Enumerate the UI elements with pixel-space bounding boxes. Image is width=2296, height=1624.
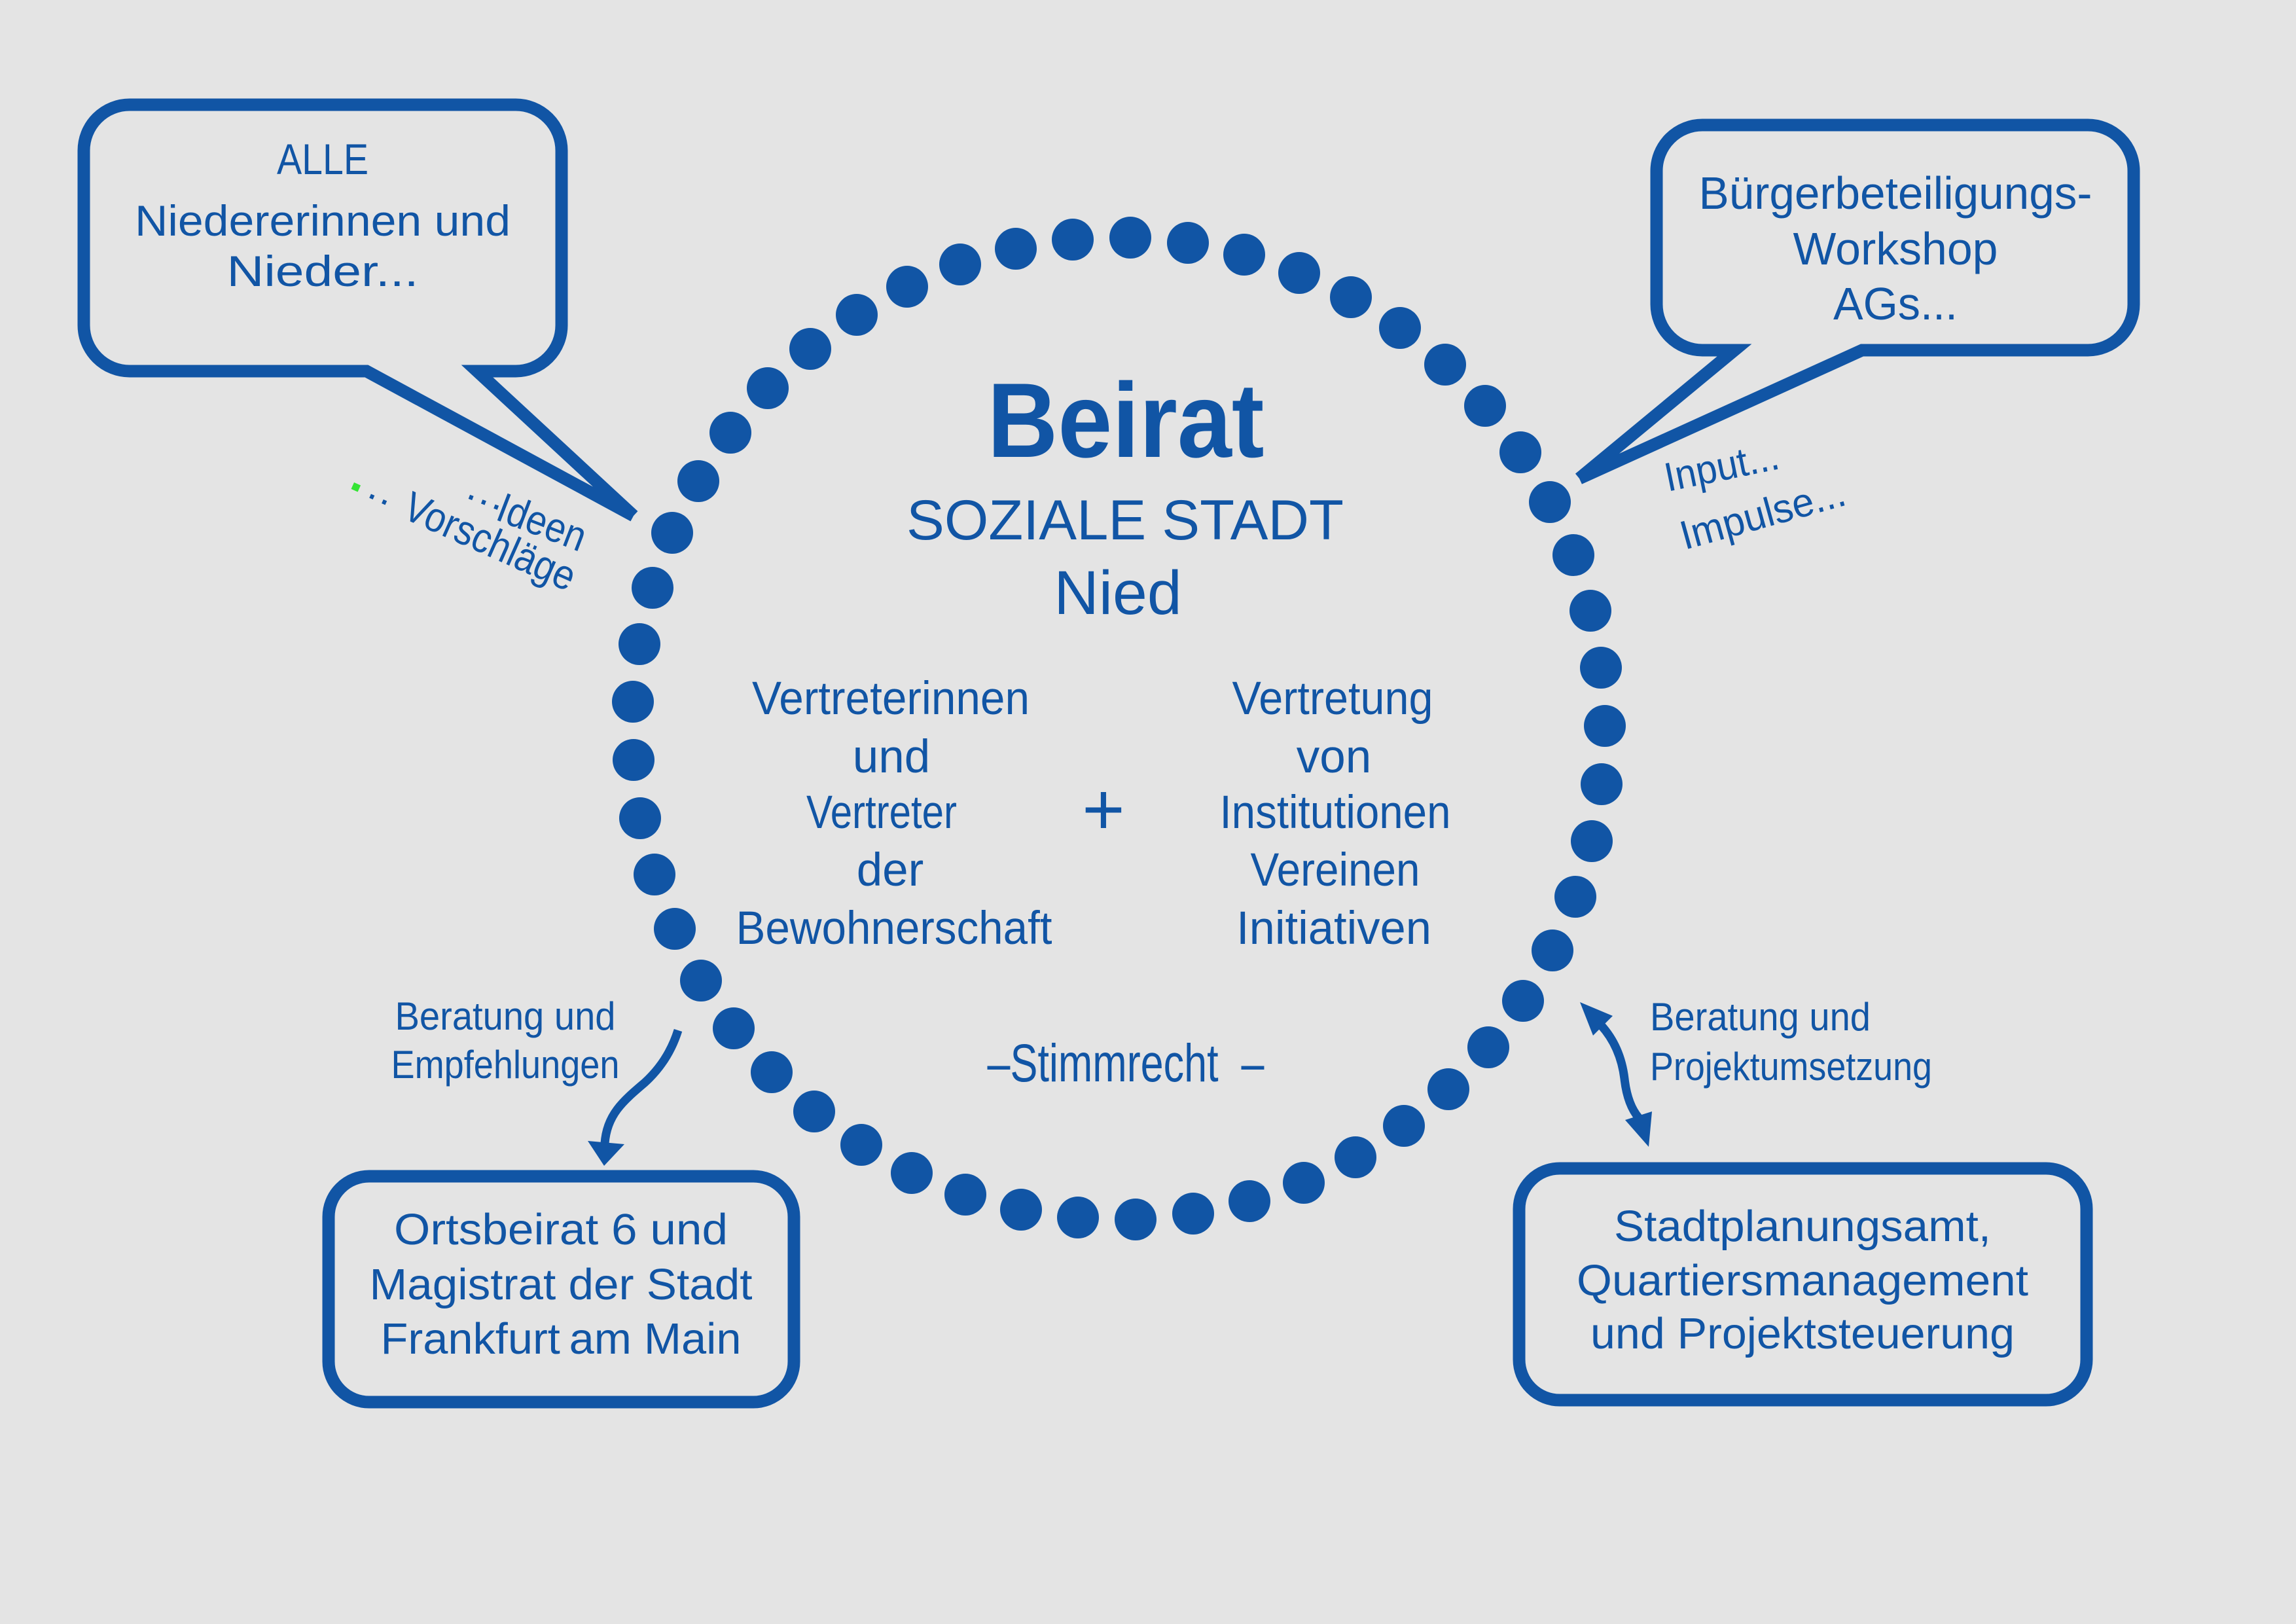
svg-text:Vereinen: Vereinen	[1251, 844, 1420, 896]
svg-text:Niedererinnen und: Niedererinnen und	[135, 196, 511, 245]
svg-text:Beirat: Beirat	[988, 361, 1265, 480]
svg-text:und Projektsteuerung: und Projektsteuerung	[1590, 1309, 2015, 1358]
svg-text:Vertreter: Vertreter	[806, 787, 957, 839]
svg-text:Projektumsetzung: Projektumsetzung	[1650, 1045, 1932, 1089]
svg-text:Quartiersmanagement: Quartiersmanagement	[1577, 1256, 2028, 1305]
svg-text:von: von	[1297, 731, 1371, 783]
svg-text:Nieder...: Nieder...	[227, 247, 419, 295]
svg-text:ALLE: ALLE	[277, 135, 368, 183]
svg-text:Bewohnerschaft: Bewohnerschaft	[736, 903, 1052, 954]
svg-text:Magistrat der Stadt: Magistrat der Stadt	[370, 1260, 753, 1309]
svg-text:SOZIALE STADT: SOZIALE STADT	[906, 489, 1344, 552]
svg-text:Nied: Nied	[1054, 558, 1181, 628]
svg-text:Empfehlungen: Empfehlungen	[391, 1043, 620, 1087]
svg-text:und: und	[853, 731, 930, 783]
svg-text:Beratung und: Beratung und	[1650, 995, 1871, 1039]
svg-text:AGs...: AGs...	[1833, 278, 1958, 329]
svg-text:Beratung und: Beratung und	[395, 994, 616, 1038]
svg-text:Stadtplanungsamt,: Stadtplanungsamt,	[1614, 1202, 1991, 1251]
svg-text:+: +	[1082, 768, 1124, 850]
svg-text:Institutionen: Institutionen	[1220, 787, 1451, 839]
svg-text:Vertretung: Vertretung	[1232, 673, 1433, 725]
svg-text:der: der	[857, 844, 924, 896]
svg-text:Workshop: Workshop	[1793, 223, 1998, 274]
svg-text:Frankfurt am Main: Frankfurt am Main	[381, 1314, 742, 1363]
svg-text:–Stimmrecht –: –Stimmrecht –	[988, 1034, 1265, 1093]
svg-text:Vertreterinnen: Vertreterinnen	[752, 673, 1030, 725]
svg-text:Ortsbeirat 6 und: Ortsbeirat 6 und	[394, 1205, 728, 1254]
svg-text:Initiativen: Initiativen	[1236, 903, 1431, 954]
svg-text:Bürgerbeteiligungs-: Bürgerbeteiligungs-	[1699, 168, 2092, 219]
